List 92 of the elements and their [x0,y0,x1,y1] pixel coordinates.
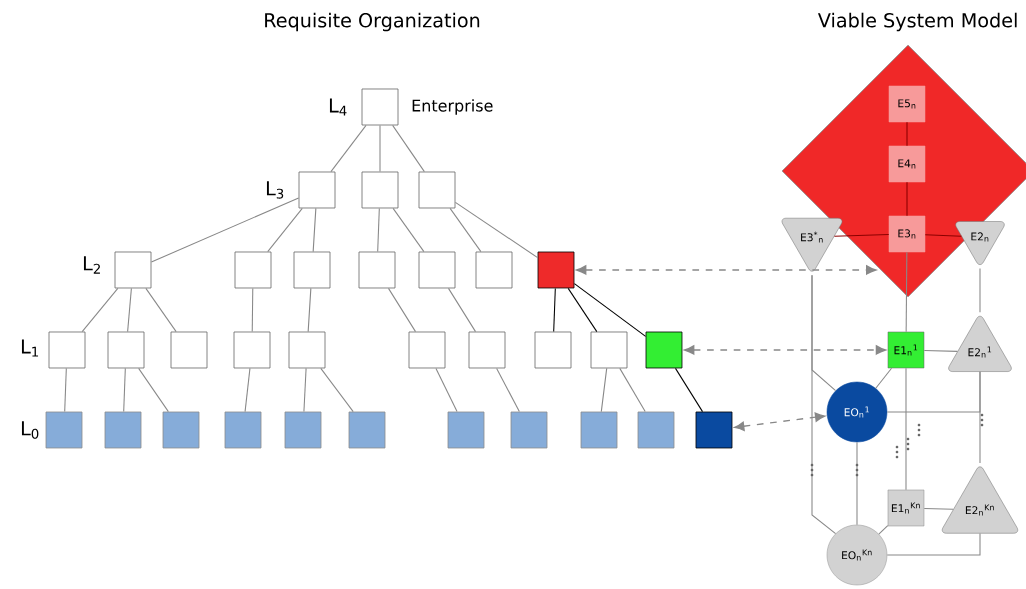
connector-line [567,287,598,333]
level-label: L$_{1}$ [21,339,39,357]
system-box: E3$_{n}$ [888,215,926,253]
org-box [298,171,336,209]
org-box [637,411,675,449]
org-box [580,411,618,449]
org-box [45,411,83,449]
connector-line [267,207,303,253]
connector-line [923,349,958,352]
connector-line [449,207,482,253]
connector-line [496,367,520,413]
connector-line [856,441,858,526]
org-box [114,251,152,289]
connector-line [553,287,556,333]
connector-line [905,367,907,491]
org-box [170,331,208,369]
org-box [537,251,575,289]
connector-line [303,367,307,413]
connector-line [150,197,300,263]
dashed-arrow [684,345,887,355]
org-box [104,411,142,449]
connector-line [435,367,458,413]
connector-line [145,287,177,333]
org-box [288,331,326,369]
connector-line [312,207,317,253]
connector-line [392,124,425,173]
org-box [234,251,272,289]
connector-line [886,371,981,413]
org-box [645,331,683,369]
level-label: L$_{4}$ [329,98,347,116]
org-box [162,411,200,449]
connector-line [251,287,254,333]
org-box [447,411,485,449]
org-box [418,251,456,289]
level-label: L$_{0}$ [21,421,39,439]
connector-line [573,283,647,337]
connector-line [244,367,251,413]
panel-heading: Viable System Model [817,12,1017,32]
connector-line [377,207,380,253]
connector-line [392,207,425,253]
connector-line [307,287,312,333]
connector-line [127,287,132,333]
org-box [510,411,548,449]
connector-line [64,367,67,413]
connector-line [123,367,126,413]
level-label: L$_{3}$ [266,181,284,199]
org-box [695,411,733,449]
connector-line [320,367,354,413]
connector-line [674,367,704,413]
connector-line [924,234,962,237]
panel-heading: Requisite Organization [265,12,480,32]
connector-line [454,201,539,259]
node-caption: Enterprise [412,99,493,115]
connector-line [875,367,893,389]
org-box [468,331,506,369]
system-box: E4$_{n}$ [888,145,926,183]
org-box [107,331,145,369]
connector-line [330,124,367,173]
connector-line [600,367,608,413]
org-box [408,331,446,369]
connector-line [878,524,889,535]
operation-box: E1$_{n}$1 [887,331,925,369]
connector-line [906,181,908,217]
dashed-arrow [734,412,826,431]
org-box [475,251,513,289]
connector-line [447,287,477,333]
connector-line [619,367,646,413]
connector-line [886,533,981,556]
org-box [48,331,86,369]
connector-line [387,287,417,333]
connector-line [379,124,381,173]
org-box [224,411,262,449]
org-box [534,331,572,369]
org-box [284,411,322,449]
connector-line [906,121,908,147]
org-box [293,251,331,289]
connector-line [923,507,954,510]
dashed-arrow [576,265,877,275]
org-box [358,251,396,289]
org-box [418,171,456,209]
connector-line [811,274,837,535]
org-box [361,171,399,209]
operation-box: E1$_{n}$Kn [887,489,925,527]
connector-line [905,251,908,333]
org-box [590,331,628,369]
org-box [348,411,386,449]
system-box: E5$_{n}$ [888,85,926,123]
connector-line [81,287,119,333]
connector-line [833,234,890,237]
org-box [233,331,271,369]
connector-line [979,268,981,313]
connector-line [138,367,169,413]
